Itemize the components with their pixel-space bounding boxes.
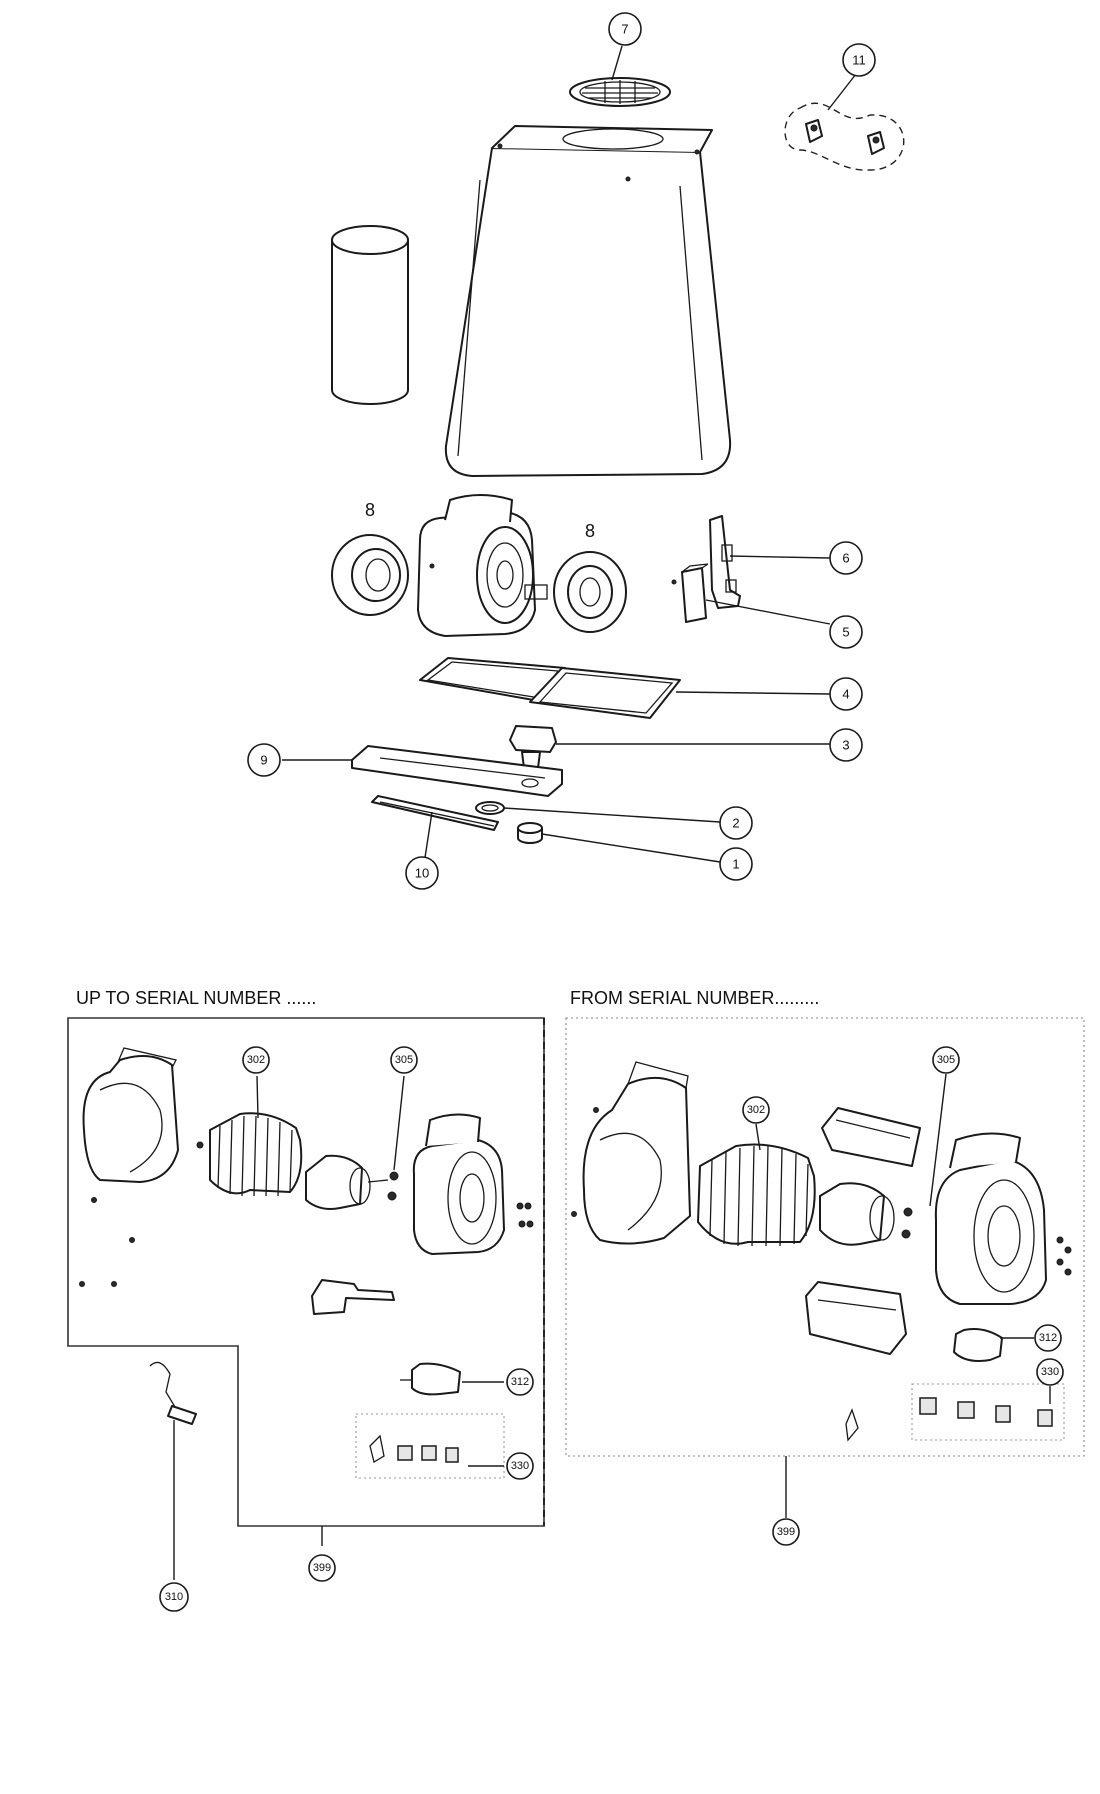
left-callout-305: 305 (390, 1046, 418, 1074)
blower-housing (417, 494, 548, 637)
left-screws (79, 1197, 135, 1287)
svg-text:399: 399 (777, 1526, 795, 1538)
callout-4: 4 (829, 677, 863, 711)
callout-9: 9 (247, 743, 281, 777)
right-top-cover (821, 1107, 921, 1167)
callout-7: 7 (608, 12, 642, 46)
right-callout-399: 399 (772, 1518, 800, 1546)
right-blower-housing (934, 1132, 1072, 1305)
callout-5: 5 (829, 615, 863, 649)
svg-text:4: 4 (842, 687, 849, 702)
callout-3: 3 (829, 728, 863, 762)
section-title-right: FROM SERIAL NUMBER......... (570, 988, 819, 1008)
right-callout-305: 305 (932, 1046, 960, 1074)
svg-text:6: 6 (842, 551, 849, 566)
section-title-left: UP TO SERIAL NUMBER ...... (76, 988, 316, 1008)
part-1-knob (517, 822, 543, 844)
label-8-right: 8 (585, 521, 595, 541)
right-callout-302: 302 (742, 1096, 770, 1124)
part-4-grease-filters (419, 657, 681, 719)
right-callout-330: 330 (1036, 1358, 1064, 1386)
left-callout-310: 310 (159, 1582, 189, 1612)
right-callout-312: 312 (1034, 1324, 1062, 1352)
right-leader-lines (755, 1073, 1051, 1518)
callout-2: 2 (719, 806, 753, 840)
svg-text:312: 312 (1039, 1332, 1057, 1344)
right-section-outline (565, 1017, 1085, 1457)
left-callout-312: 312 (506, 1368, 534, 1396)
svg-text:9: 9 (260, 753, 267, 768)
svg-text:312: 312 (511, 1376, 529, 1388)
svg-text:5: 5 (842, 625, 849, 640)
part-11-brackets (784, 102, 905, 171)
left-fan-housing (82, 1047, 179, 1183)
part-2-gasket (475, 801, 505, 815)
svg-text:305: 305 (937, 1054, 955, 1066)
part-7-grille (569, 77, 671, 107)
svg-text:305: 305 (395, 1054, 413, 1066)
callout-11: 11 (842, 43, 876, 77)
left-blower-housing (412, 1113, 534, 1255)
svg-text:330: 330 (511, 1460, 529, 1472)
right-switches (911, 1383, 1065, 1441)
right-impeller (697, 1143, 816, 1247)
top-leader-lines (282, 45, 857, 865)
part-8-ring-left (331, 534, 409, 616)
cylinder-filter (331, 225, 409, 405)
part-3-light-unit (509, 725, 557, 769)
left-switches (355, 1413, 505, 1479)
left-leader-lines (173, 1075, 504, 1580)
svg-text:399: 399 (313, 1562, 331, 1574)
part-5-electronic-box (671, 563, 709, 623)
right-lower-shroud (805, 1281, 907, 1355)
left-callout-302: 302 (242, 1046, 270, 1074)
svg-text:1: 1 (732, 857, 739, 872)
svg-text:310: 310 (165, 1591, 183, 1603)
callout-6: 6 (829, 541, 863, 575)
part-6-control-bracket (709, 515, 741, 609)
hood-canopy (444, 125, 732, 477)
left-impeller (196, 1112, 303, 1197)
svg-text:2: 2 (732, 816, 739, 831)
left-capacitor (400, 1362, 461, 1396)
label-8-left: 8 (365, 500, 375, 520)
left-callout-330: 330 (506, 1452, 534, 1480)
callout-1: 1 (719, 847, 753, 881)
svg-text:11: 11 (852, 53, 866, 68)
right-capacitor (953, 1328, 1003, 1362)
part-8-ring-right (553, 551, 627, 633)
right-fan-housing (571, 1061, 691, 1245)
right-motor (819, 1182, 913, 1246)
left-callout-399: 399 (308, 1554, 336, 1582)
right-cable-clip (845, 1408, 859, 1442)
part-10-bar (371, 795, 499, 831)
power-cord-310 (149, 1361, 197, 1425)
svg-text:3: 3 (842, 738, 849, 753)
callout-10: 10 (405, 856, 439, 890)
left-motor (305, 1154, 399, 1210)
svg-text:302: 302 (247, 1054, 265, 1066)
svg-text:302: 302 (747, 1104, 765, 1116)
left-bracket (311, 1279, 395, 1315)
part-9-bottom-panel (351, 745, 563, 797)
svg-text:10: 10 (415, 866, 429, 881)
svg-text:7: 7 (621, 22, 628, 37)
svg-text:330: 330 (1041, 1366, 1059, 1378)
